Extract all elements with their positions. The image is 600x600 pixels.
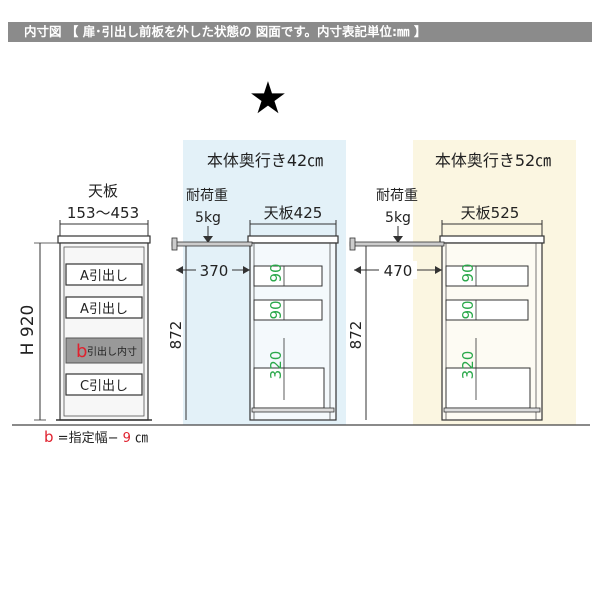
drawer-b: b 引出し内寸 — [65, 337, 143, 364]
depth52-dim-2: 90 — [459, 300, 477, 319]
width-note-b: b — [44, 428, 54, 446]
drawer-b-label: 引出し内寸 — [87, 345, 137, 358]
header-bar: 内寸図 【 扉･引出し前板を外した状態の 図面です。内寸表記単位:㎜ 】 — [8, 22, 592, 42]
width-note-nine: 9 — [123, 431, 131, 446]
depth42-load-label: 耐荷重 — [186, 188, 228, 204]
left-top-label: 天板 — [88, 182, 118, 200]
left-top-range: 153～453 — [67, 204, 139, 222]
depth42-inner-depth: 370 — [200, 262, 229, 280]
depth52-inner-depth: 470 — [384, 262, 413, 280]
drawer-b-letter: b — [76, 341, 87, 362]
depth52-title: 本体奥行き52㎝ — [435, 151, 551, 170]
depth52-load-value: 5kg — [385, 210, 411, 226]
depth52-dim-3: 320 — [459, 351, 477, 380]
drawer-a2: A引出し — [65, 296, 143, 319]
depth52-view: 本体奥行き52㎝ 耐荷重 5kg 天板525 470 872 — [347, 151, 551, 421]
depth42-height: 872 — [167, 321, 185, 350]
depth42-dim-3: 320 — [267, 351, 285, 380]
depth42-load-value: 5kg — [195, 210, 221, 226]
depth52-top-label: 天板525 — [461, 204, 520, 222]
depth42-view: 本体奥行き42㎝ 耐荷重 5kg 天板425 370 872 — [167, 151, 339, 421]
drawer-a2-label: A引出し — [80, 302, 128, 317]
header-title: 内寸図 【 扉･引出し前板を外した状態の 図面です。内寸表記単位:㎜ 】 — [24, 24, 427, 39]
drawer-a1: A引出し — [65, 263, 143, 286]
star-icon: ★ — [248, 73, 287, 124]
depth42-dim-1: 90 — [267, 263, 285, 282]
width-note: b =指定幅− 9 ㎝ — [44, 428, 148, 446]
depth42-title: 本体奥行き42㎝ — [207, 151, 323, 170]
depth42-top-label: 天板425 — [264, 204, 323, 222]
depth52-load-label: 耐荷重 — [376, 188, 418, 204]
drawer-a1-label: A引出し — [80, 269, 128, 284]
height-label: H 920 — [18, 305, 38, 356]
width-note-unit: ㎝ — [135, 431, 148, 446]
drawer-c-label: C引出し — [80, 379, 128, 394]
width-note-text: =指定幅− — [58, 431, 119, 446]
depth42-dim-2: 90 — [267, 300, 285, 319]
depth52-dim-1: 90 — [459, 263, 477, 282]
drawer-c: C引出し — [65, 373, 143, 396]
depth52-height: 872 — [347, 321, 365, 350]
